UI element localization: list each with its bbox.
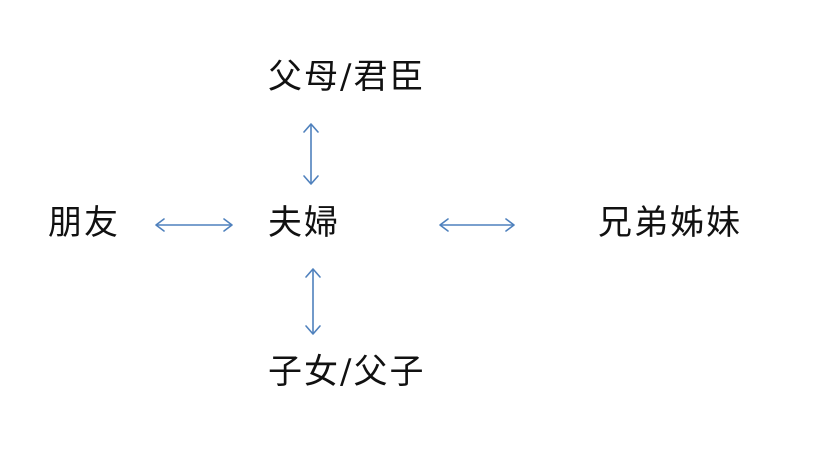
arrow-center-left xyxy=(155,218,233,232)
node-husband-wife: 夫婦 xyxy=(268,203,340,243)
arrow-center-bottom xyxy=(305,268,321,335)
node-children-father-son: 子女/父子 xyxy=(268,352,426,392)
arrow-center-right xyxy=(439,218,515,232)
node-siblings: 兄弟姊妹 xyxy=(598,203,742,243)
arrow-center-top xyxy=(303,123,319,185)
node-friends: 朋友 xyxy=(48,203,120,243)
node-parents-ruler-minister: 父母/君臣 xyxy=(268,57,426,97)
